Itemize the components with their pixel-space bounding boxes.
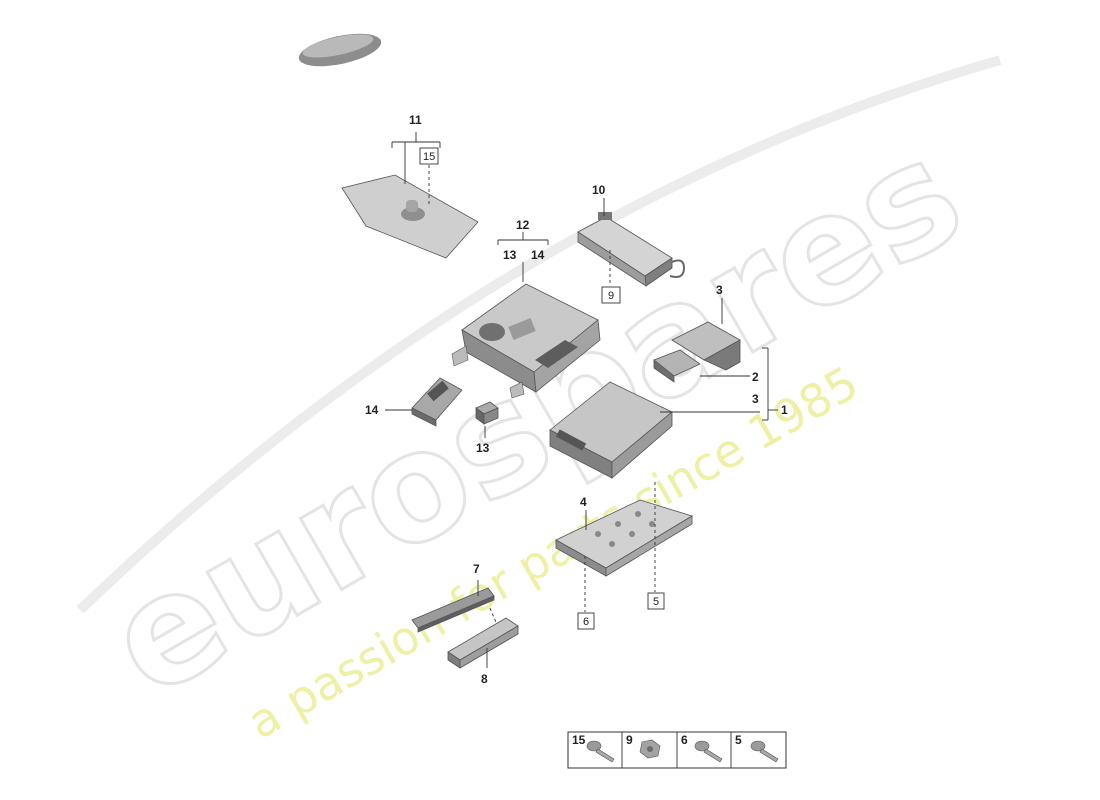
part-13-clip [475,401,499,425]
callout-12: 12 [516,218,530,232]
callout-8: 8 [481,672,488,686]
callout-10: 10 [592,183,606,197]
cap-part [298,33,382,67]
screw-icon [750,740,779,763]
callout-7: 7 [473,562,480,576]
part-10-bracket [577,212,686,287]
ref-box-6 [577,612,595,630]
ref-9: 9 [608,290,614,302]
callout-12-bracket [497,232,549,282]
part-11-pad [341,174,479,259]
legend-number-15: 15 [572,733,586,747]
legend-number-9: 9 [626,733,633,747]
ref-6: 6 [583,616,589,628]
ref-box-5 [647,592,665,610]
callout-13: 13 [476,441,490,455]
screw-icon [586,740,615,763]
callout-13-group: 13 [503,248,517,262]
watermark-brand: eurospares [81,106,989,731]
part-8-connector [447,617,519,669]
part-12-console [451,283,601,399]
legend-number-5: 5 [735,733,742,747]
part-2-module [653,349,701,383]
ref-box-9 [601,286,621,304]
callout-4: 4 [580,495,587,509]
legend-number-6: 6 [681,733,688,747]
callout-1: 1 [781,403,788,417]
part-4-tray [555,499,693,577]
ref-15: 15 [423,151,435,163]
nut-icon [639,739,661,759]
part-3-pad [671,321,741,371]
callout-2: 2 [752,370,759,384]
callout-1-bracket [762,347,778,421]
fastener-legend: 15 9 6 5 [567,731,787,769]
callout-3-upper: 3 [716,283,723,297]
callout-11: 11 [409,113,422,127]
callout-11-bracket [391,132,441,205]
ref-5: 5 [653,596,659,608]
callout-14: 14 [365,403,379,417]
part-1-control-unit [549,381,673,479]
part-14-switch [411,377,463,427]
ref-box-15 [419,147,439,165]
screw-icon [694,740,723,763]
callout-3-lower: 3 [752,392,759,406]
watermark: eurospares a passion for parts since 198… [76,55,1002,750]
part-7-strip [411,587,495,633]
callout-14-group: 14 [531,248,545,262]
